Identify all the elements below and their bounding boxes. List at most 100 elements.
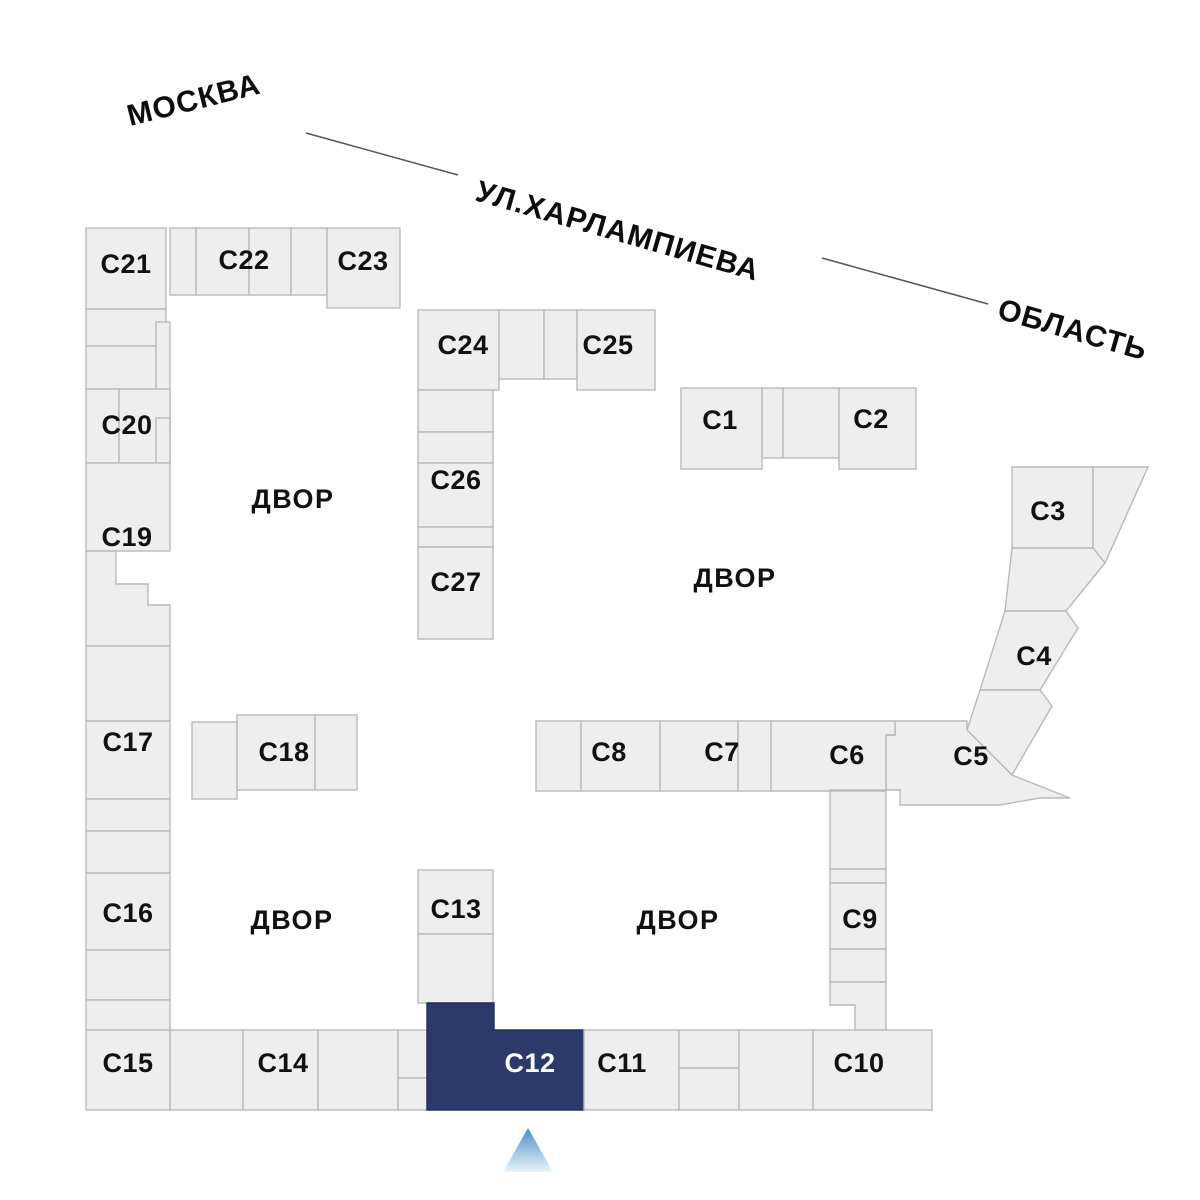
building-c12-west-gap-lower[interactable] [397,1077,428,1111]
building-group-c21[interactable]: С21 [85,227,171,433]
building-c20-spur[interactable] [155,417,171,464]
building-c7-main[interactable] [659,720,739,792]
building-c21-slice-a[interactable] [85,308,167,347]
building-c25-link-b[interactable] [543,309,578,380]
building-group-c20[interactable]: С20 [85,388,171,464]
building-c18-main[interactable] [236,714,316,791]
building-c9-slice-c[interactable] [829,948,887,983]
building-group-c15[interactable]: С15 [85,1029,244,1111]
building-c27-slice-a[interactable] [417,526,494,548]
building-group-c9[interactable]: С9 [829,790,887,1031]
building-group-c8[interactable]: С8 [535,720,661,792]
building-c19-main[interactable] [85,462,171,552]
building-c26-main[interactable] [417,462,494,528]
building-c16-main[interactable] [85,872,171,951]
building-group-c12[interactable]: С12 [426,1002,585,1111]
building-c16-slice-d[interactable] [85,999,171,1031]
building-c14-east[interactable] [317,1029,399,1111]
building-c22-slice-d[interactable] [290,227,328,296]
building-label-c27: С27 [430,567,481,597]
building-group-c11-gap[interactable] [397,1029,428,1111]
building-group-c26[interactable]: С26 [417,389,494,528]
building-c16-slice-a[interactable] [85,798,171,832]
leader-line-left [305,132,459,176]
yard-label-nw: ДВОР [251,484,334,514]
building-c25-link-a[interactable] [498,309,545,380]
building-group-c2[interactable]: С2 [761,387,917,470]
building-c9-main[interactable] [829,882,887,950]
building-c8-west[interactable] [535,720,582,792]
building-group-c11[interactable]: С11 [583,1029,740,1111]
building-group-c19[interactable]: С19 [85,462,171,647]
building-label-c2: С2 [853,404,889,434]
building-c19-step[interactable] [85,550,171,647]
building-c11-east-upper[interactable] [678,1029,740,1069]
building-group-c13[interactable]: С13 [417,869,494,1004]
building-c9-slice-a[interactable] [829,790,887,870]
building-c9-slice-d[interactable] [829,981,887,1031]
building-c21[interactable] [85,227,167,310]
building-c4-upper[interactable] [1004,547,1106,612]
building-c27-main[interactable] [417,546,494,640]
building-label-c26: С26 [430,465,481,495]
building-c2-main[interactable] [838,387,917,470]
building-c1[interactable] [680,387,763,470]
yard-label-sw: ДВОР [250,905,333,935]
building-group-c17[interactable]: С17 [85,645,171,800]
building-group-c7[interactable]: С7 [659,720,772,792]
building-label-c6: С6 [829,740,865,770]
direction-label-oblast: ОБЛАСТЬ [994,293,1151,367]
building-group-c18[interactable]: С18 [191,714,358,800]
building-c26-slice-b[interactable] [417,431,494,464]
building-c15-east[interactable] [169,1029,244,1111]
building-c10-main[interactable] [812,1029,933,1111]
building-group-c24[interactable]: С24 [417,309,500,391]
building-c26-slice-a[interactable] [417,389,494,433]
yard-label-se: ДВОР [636,905,719,935]
building-c2-link-a[interactable] [761,387,784,459]
building-group-c5[interactable]: С5 [885,720,1071,806]
building-group-c1[interactable]: С1 [680,387,763,470]
building-c9-slice-b[interactable] [829,868,887,884]
building-group-c4[interactable]: С4 [966,547,1106,777]
building-c16-slice-c[interactable] [85,949,171,1001]
building-c17-upper[interactable] [85,645,171,722]
building-c6-main[interactable] [770,720,896,792]
building-c7-east[interactable] [737,720,772,792]
building-c14-main[interactable] [242,1029,319,1111]
building-group-c22[interactable]: С22 [169,227,328,296]
building-label-c19: С19 [101,522,152,552]
building-c20-west[interactable] [85,388,120,464]
building-c13-slice-b[interactable] [417,933,494,1004]
building-label-c24: С24 [437,330,488,360]
building-group-c16[interactable]: С16 [85,798,171,1031]
building-c4-mid[interactable] [979,610,1079,691]
building-c4-lower[interactable] [966,689,1053,777]
building-group-c27[interactable]: С27 [417,526,494,640]
building-c25-main[interactable] [576,309,656,391]
building-group-c14[interactable]: С14 [242,1029,399,1111]
building-group-c3[interactable]: С3 [1011,466,1150,565]
building-label-c12: С12 [504,1048,555,1078]
building-c21-slice-b[interactable] [85,345,167,390]
building-group-c10[interactable]: С10 [738,1029,933,1111]
building-c18-east[interactable] [314,714,358,791]
building-c3-wedge[interactable] [1092,466,1150,565]
building-label-c1: С1 [702,405,738,435]
building-label-c17: С17 [102,727,153,757]
building-c2-link-b[interactable] [782,387,840,459]
building-c10-west[interactable] [738,1029,814,1111]
building-c16-slice-b[interactable] [85,830,171,874]
building-label-c15: С15 [102,1048,153,1078]
building-c8-main[interactable] [580,720,661,792]
building-c15-main[interactable] [85,1029,171,1111]
building-group-c6[interactable]: С6 [770,720,896,792]
building-c12-west-gap-upper[interactable] [397,1029,428,1079]
building-group-c25[interactable]: С25 [498,309,656,391]
building-c22-slice-a[interactable] [169,227,197,296]
building-group-c23[interactable]: С23 [326,227,401,309]
building-c18-link[interactable] [191,721,238,800]
building-c23[interactable] [326,227,401,309]
building-c11-east-lower[interactable] [678,1067,740,1111]
